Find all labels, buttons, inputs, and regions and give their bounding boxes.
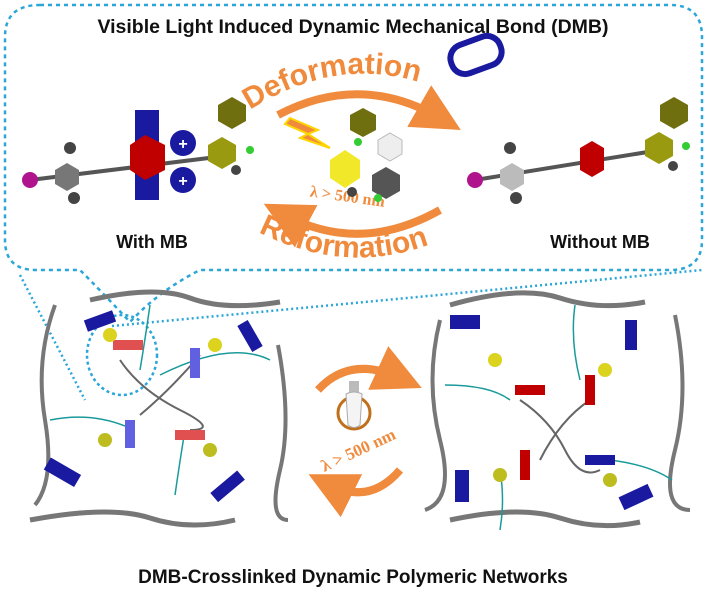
network-dissociated: [424, 290, 691, 531]
zoom-circle: [85, 313, 159, 397]
label-reformation: Reformation: [255, 209, 431, 265]
light-bulb-icon: [336, 381, 372, 431]
svg-text:+: +: [178, 136, 187, 153]
molecule-with-mb: + +: [22, 97, 254, 204]
label-deformation: Deformation: [237, 48, 425, 116]
zoom-line: [18, 274, 87, 401]
svg-text:+: +: [178, 173, 187, 190]
callout-outline: [3, 3, 704, 324]
label-with-mb: With MB: [116, 232, 188, 252]
lightning-icon: [283, 116, 331, 149]
deformation-arrow: [276, 85, 461, 130]
molecule-intermediate: [283, 108, 403, 202]
molecule-without-mb: [447, 32, 690, 204]
network-crosslinked: [29, 289, 289, 528]
caption: DMB-Crosslinked Dynamic Polymeric Networ…: [138, 567, 568, 588]
reverse-arrow: [308, 467, 404, 518]
title: Visible Light Induced Dynamic Mechanical…: [97, 16, 608, 38]
forward-arrow: [315, 346, 422, 393]
wavelength-label-network: λ > 500 nm: [318, 425, 398, 476]
reformation-arrow: [263, 203, 442, 248]
label-without-mb: Without MB: [550, 232, 650, 252]
zoom-line: [111, 268, 703, 328]
